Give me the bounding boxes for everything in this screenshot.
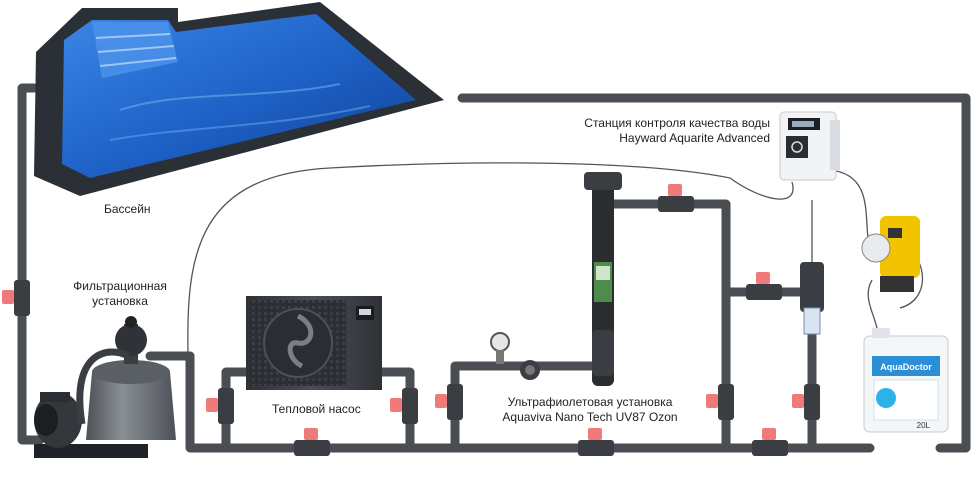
valve-station-bypass[interactable] (752, 428, 788, 456)
valve-heat-pump-in[interactable] (206, 388, 234, 424)
station-label-line2: Hayward Aquarite Advanced (619, 131, 770, 145)
valve-heat-bypass[interactable] (294, 428, 330, 456)
heat-pump (246, 296, 382, 390)
uv-unit (490, 172, 622, 386)
canister-brand: AquaDoctor (880, 362, 932, 372)
valve-heat-pump-out[interactable] (390, 388, 418, 424)
pool (34, 2, 444, 196)
valve-station-return[interactable] (792, 384, 820, 420)
filter-label-line2: установка (92, 294, 148, 308)
filter-unit (34, 316, 176, 458)
water-quality-station (779, 111, 840, 181)
valve-left-return[interactable] (2, 280, 30, 316)
valve-uv-out[interactable] (658, 184, 694, 212)
sensor-cell (800, 262, 824, 335)
station-label-line1: Станция контроля качества воды (584, 116, 770, 130)
uv-label-line2: Aquaviva Nano Tech UV87 Ozon (502, 410, 678, 424)
dosing-pump (861, 216, 920, 292)
valve-uv-return[interactable] (706, 384, 734, 420)
valve-station-branch[interactable] (746, 272, 782, 300)
uv-label: Ультрафиолетовая установка Aquaviva Nano… (500, 395, 680, 425)
filter-label-line1: Фильтрационная (73, 279, 167, 293)
valves (2, 184, 820, 456)
heat-pump-label: Тепловой насос (272, 402, 361, 416)
chemical-canister: AquaDoctor 20L (863, 328, 949, 433)
uv-label-line1: Ультрафиолетовая установка (507, 395, 673, 409)
valve-uv-in[interactable] (435, 384, 463, 420)
control-cable (187, 162, 794, 353)
station-label: Станция контроля качества воды Hayward A… (560, 116, 770, 146)
filter-label: Фильтрационная установка (72, 279, 168, 309)
canister-volume: 20L (917, 421, 931, 430)
pool-label: Бассейн (104, 202, 151, 216)
valve-uv-bypass[interactable] (578, 428, 614, 456)
